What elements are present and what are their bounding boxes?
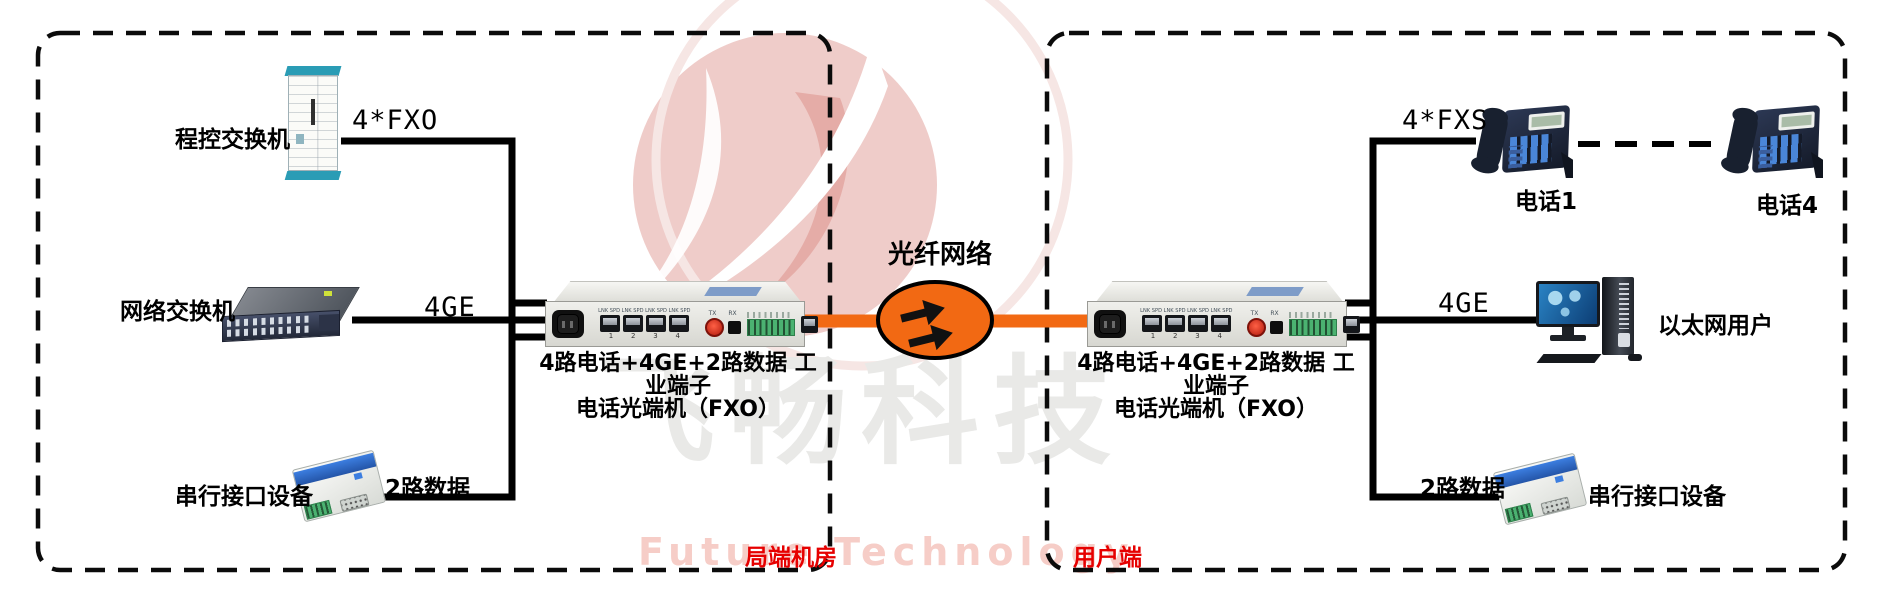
zone-label-right: 用户端 xyxy=(1073,545,1142,571)
ethernet-user-label: 以太网用户 xyxy=(1658,313,1773,339)
fxo-link-label: 4*FXO xyxy=(352,105,439,136)
ip-phone-icon-4 xyxy=(1723,96,1823,188)
rj45-port xyxy=(1210,315,1231,332)
fiber-tx-connector xyxy=(704,318,724,337)
phone1-label: 电话1 xyxy=(1515,189,1578,215)
data-link-label-left: 2路数据 xyxy=(385,476,471,502)
rj45-port xyxy=(622,315,643,332)
mux-caption-right: 4路电话+4GE+2路数据 工业端子 电话光端机（FXO） xyxy=(1077,351,1355,422)
ge-link-label-right: 4GE xyxy=(1438,288,1490,319)
serial-device-icon-right xyxy=(1492,452,1588,526)
fiber-cloud-icon xyxy=(876,280,994,360)
data-link-label-right: 2路数据 xyxy=(1420,476,1506,502)
fiber-network-label: 光纤网络 xyxy=(888,240,993,270)
mouse xyxy=(1628,354,1642,361)
switch-label: 网络交换机 xyxy=(120,299,235,325)
console-port xyxy=(1342,315,1360,333)
right-zone-border xyxy=(1044,30,1848,573)
rj45-port xyxy=(645,315,666,332)
power-inlet xyxy=(1094,310,1126,338)
terminal-block xyxy=(1288,312,1337,336)
rj45-port xyxy=(599,315,620,332)
ge-link-label-left: 4GE xyxy=(424,292,476,323)
keyboard xyxy=(1536,354,1602,363)
power-inlet xyxy=(552,310,584,338)
mux-caption-left: 4路电话+4GE+2路数据 工业端子 电话光端机（FXO） xyxy=(539,351,817,422)
fiber-tx-connector xyxy=(1246,318,1266,337)
terminal-block xyxy=(746,312,795,336)
db9-connector xyxy=(339,493,370,512)
fiber-rx-connector xyxy=(1269,321,1283,334)
rj45-port xyxy=(1164,315,1185,332)
fiber-rx-connector xyxy=(727,321,741,334)
pbx-label: 程控交换机 xyxy=(175,127,290,153)
watermark-brand-cn: 飞畅科技 xyxy=(597,343,1126,481)
ethernet-switch-icon xyxy=(222,287,360,345)
db9-connector xyxy=(1540,496,1571,515)
rj45-port xyxy=(1141,315,1162,332)
pbx-cabinet-icon xyxy=(284,66,342,180)
rj45-port xyxy=(668,315,689,332)
pc-tower xyxy=(1602,277,1634,355)
phone4-label: 电话4 xyxy=(1756,193,1819,219)
serial-label-left: 串行接口设备 xyxy=(175,484,313,510)
monitor xyxy=(1536,281,1600,327)
mux-sticker xyxy=(1246,287,1304,296)
left-zone-border xyxy=(35,30,833,573)
ip-phone-icon-1 xyxy=(1473,96,1573,188)
switch-led xyxy=(324,291,332,296)
serial-label-right: 串行接口设备 xyxy=(1588,484,1726,510)
fxs-link-label: 4*FXS xyxy=(1402,105,1489,136)
mux-sticker xyxy=(704,287,762,296)
desktop-computer-icon xyxy=(1536,277,1648,363)
rj45-port xyxy=(1187,315,1208,332)
zone-label-left: 局端机房 xyxy=(745,545,837,571)
console-port xyxy=(800,315,818,333)
